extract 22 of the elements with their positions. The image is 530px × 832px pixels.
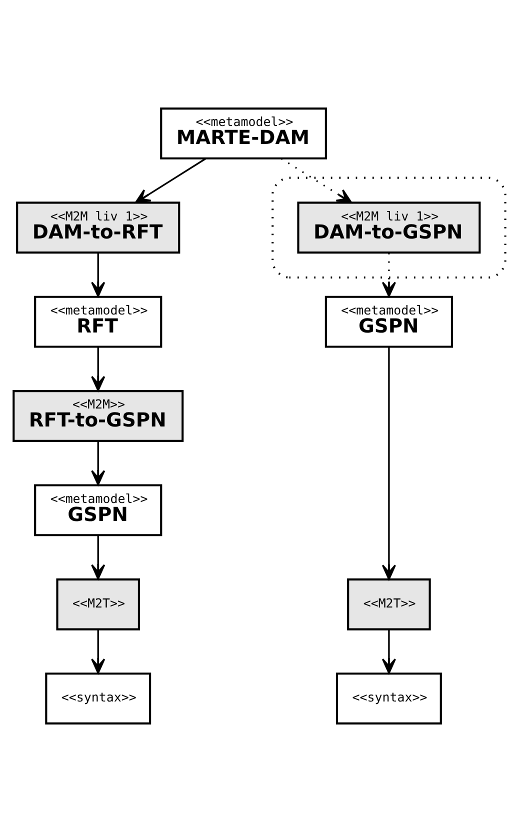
node-box: <<metamodel>> GSPN [324, 296, 453, 348]
node-box: <<syntax>> [45, 672, 152, 724]
arrow [382, 347, 396, 580]
arrow [91, 347, 106, 392]
node-box: <<M2M>> RFT-to-GSPN [12, 390, 184, 442]
arrow [91, 536, 106, 580]
arrow [382, 253, 396, 298]
arrow [280, 158, 352, 204]
cluster [272, 176, 506, 279]
arrow [134, 158, 206, 204]
node-box: <<M2T>> [347, 578, 431, 630]
node-box: <<syntax>> [336, 672, 442, 724]
arrow [91, 441, 106, 486]
node-box: <<M2M liv 1>> DAM-to-RFT [16, 202, 180, 254]
node-box: <<metamodel>> GSPN [34, 484, 162, 536]
node-box: <<M2T>> [56, 578, 140, 630]
node-box: <<metamodel>> MARTE-DAM [160, 108, 327, 160]
arrow [382, 630, 396, 674]
node-box: <<metamodel>> RFT [34, 296, 162, 348]
node-box: <<M2M liv 1>> DAM-to-GSPN [297, 202, 481, 254]
arrow [91, 630, 106, 674]
arrow [91, 253, 106, 298]
